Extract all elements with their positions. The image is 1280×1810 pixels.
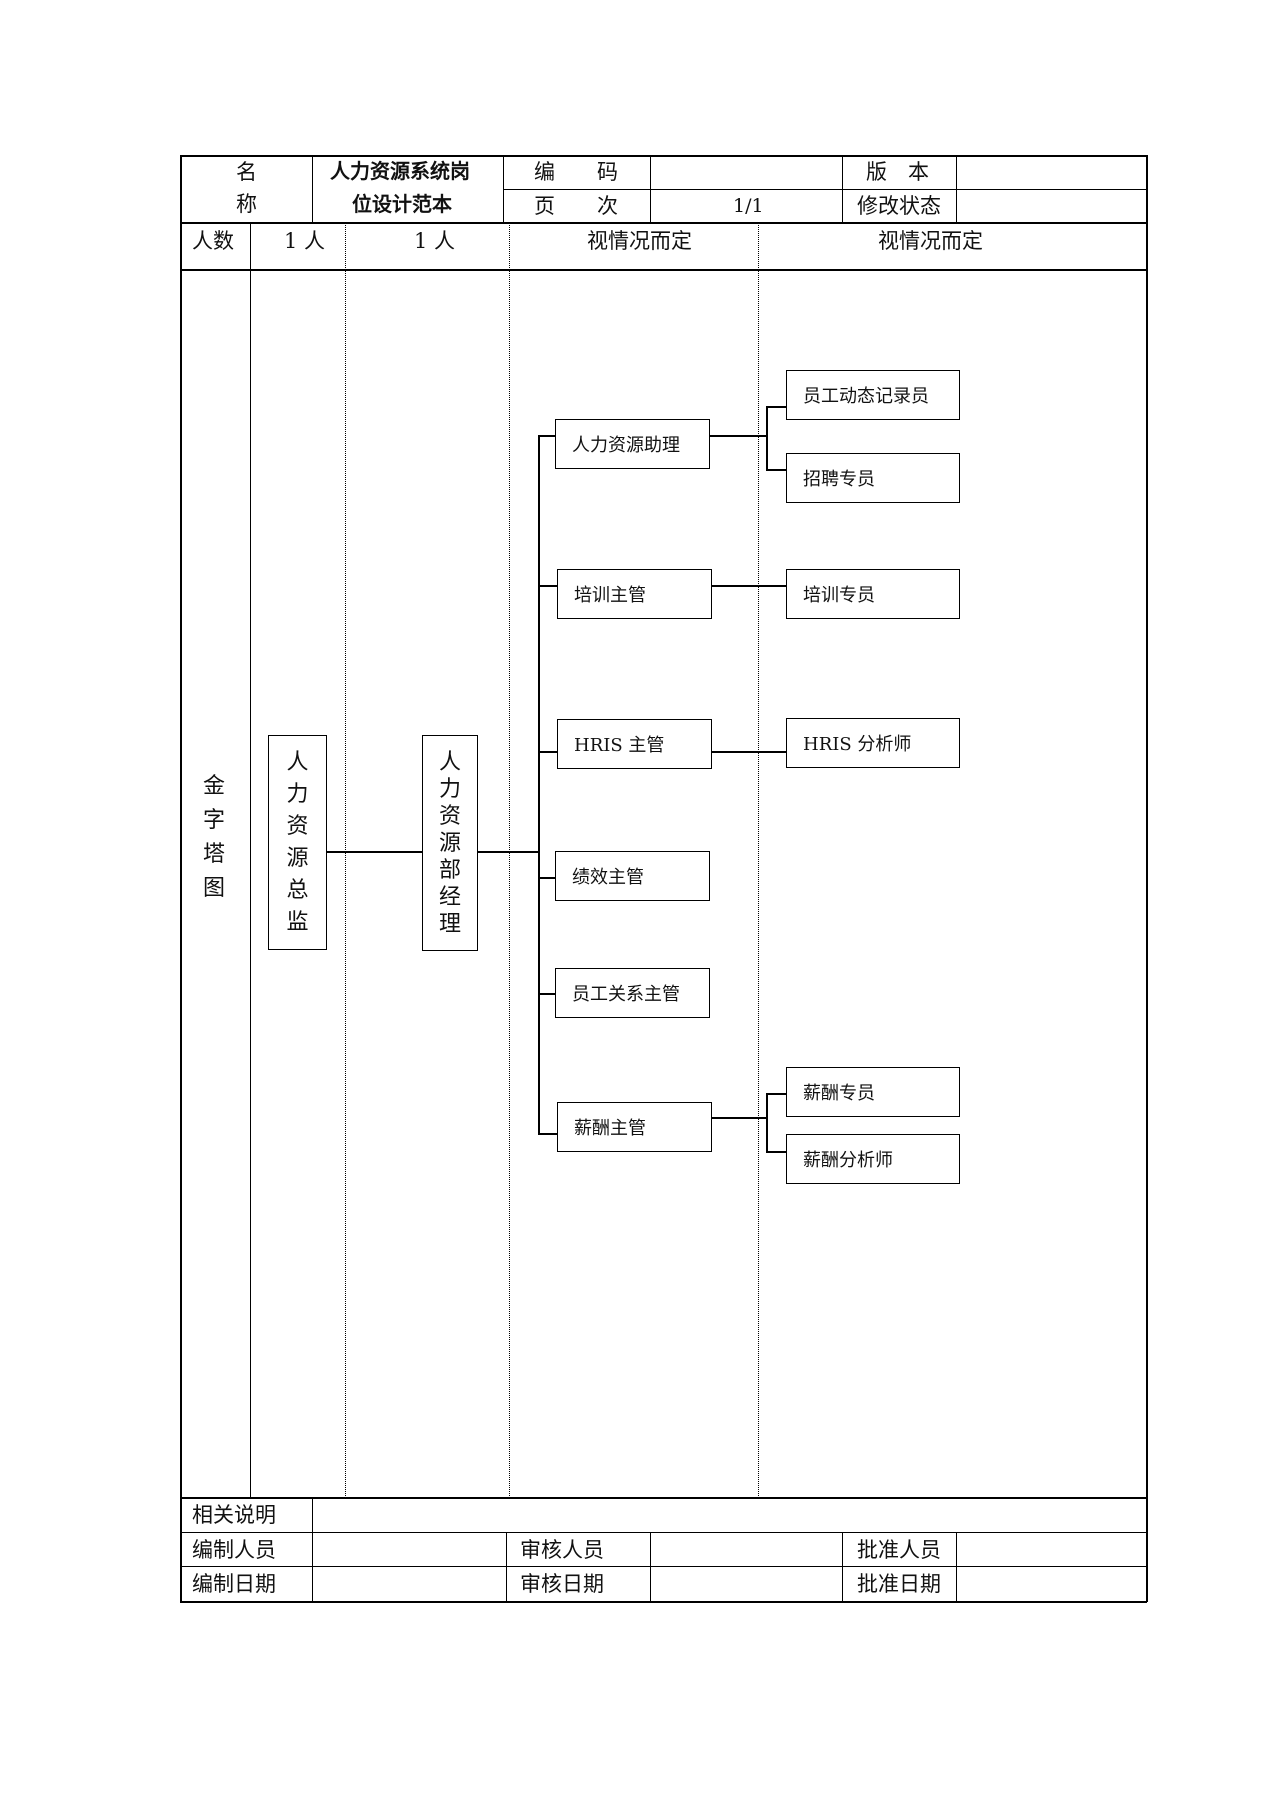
document-title: 位设计范本 — [352, 192, 452, 216]
document-title: 人力资源系统岗 — [330, 159, 470, 183]
performance-supervisor-box: 绩效主管 — [555, 851, 710, 901]
rule — [503, 189, 1147, 190]
connector — [478, 851, 539, 853]
rule — [312, 155, 313, 222]
version-label: 版 本 — [866, 160, 929, 184]
rule — [180, 269, 1147, 271]
rule — [956, 155, 957, 222]
rule — [650, 1532, 651, 1602]
connector — [538, 435, 555, 437]
headcount-manager: 1 人 — [414, 229, 456, 253]
connector — [766, 469, 786, 471]
rule — [180, 1532, 1147, 1533]
rule — [506, 1532, 507, 1602]
hr-director-box: 人 力 资 源 总 监 — [268, 735, 327, 950]
compensation-analyst-box: 薪酬分析师 — [786, 1134, 960, 1184]
connector — [710, 435, 767, 437]
connector — [538, 751, 557, 753]
table-border-right — [1146, 155, 1148, 1602]
rule — [650, 155, 651, 222]
reviewed-by-label: 审核人员 — [520, 1538, 604, 1562]
rule — [180, 1566, 1147, 1567]
headcount-staff: 视情况而定 — [878, 229, 983, 253]
connector — [766, 406, 786, 408]
page-number: 1/1 — [733, 195, 764, 217]
table-border-bottom — [180, 1601, 1147, 1603]
table-border-top — [180, 155, 1147, 157]
code-label: 编 码 — [534, 160, 618, 184]
prepared-date-label: 编制日期 — [192, 1572, 276, 1596]
reviewed-date-label: 审核日期 — [520, 1572, 604, 1596]
rule — [180, 1497, 1147, 1499]
prepared-by-label: 编制人员 — [192, 1538, 276, 1562]
employee-relations-supervisor-box: 员工关系主管 — [555, 968, 710, 1018]
connector — [766, 1093, 768, 1152]
employee-dynamics-recorder-box: 员工动态记录员 — [786, 370, 960, 420]
connector — [766, 1093, 786, 1095]
rule — [180, 222, 1147, 224]
hris-analyst-box: HRIS 分析师 — [786, 718, 960, 768]
approved-date-label: 批准日期 — [857, 1572, 941, 1596]
dotted-divider — [509, 222, 510, 1498]
hris-supervisor-box: HRIS 主管 — [557, 719, 712, 769]
rule — [503, 155, 504, 222]
headcount-supervisors: 视情况而定 — [587, 229, 692, 253]
table-border-left — [180, 155, 182, 1602]
name-label: 称 — [236, 192, 257, 216]
connector — [538, 585, 557, 587]
connector — [538, 435, 540, 1134]
headcount-label: 人数 — [192, 229, 234, 253]
rule — [956, 1532, 957, 1602]
name-label: 名 — [236, 160, 257, 184]
training-specialist-box: 培训专员 — [786, 569, 960, 619]
page-label: 页 次 — [534, 194, 618, 218]
headcount-director: 1 人 — [284, 229, 326, 253]
connector — [712, 751, 786, 753]
connector — [538, 1133, 557, 1135]
rule — [842, 1532, 843, 1602]
pyramid-label: 金 字 塔 图 — [203, 774, 226, 901]
dotted-divider — [758, 222, 759, 1498]
rule — [842, 155, 843, 222]
rule — [312, 1497, 313, 1602]
revision-label: 修改状态 — [857, 194, 941, 218]
notes-label: 相关说明 — [192, 1503, 276, 1527]
hr-manager-box: 人 力 资 源 部 经 理 — [422, 735, 478, 951]
connector — [712, 585, 786, 587]
hr-assistant-box: 人力资源助理 — [555, 419, 710, 469]
compensation-specialist-box: 薪酬专员 — [786, 1067, 960, 1117]
connector — [712, 1117, 767, 1119]
connector — [538, 993, 555, 995]
dotted-divider — [345, 222, 346, 1498]
compensation-supervisor-box: 薪酬主管 — [557, 1102, 712, 1152]
connector — [327, 851, 422, 853]
connector — [766, 1151, 786, 1153]
approved-by-label: 批准人员 — [857, 1538, 941, 1562]
training-supervisor-box: 培训主管 — [557, 569, 712, 619]
connector — [538, 877, 555, 879]
connector — [766, 406, 768, 470]
recruiter-box: 招聘专员 — [786, 453, 960, 503]
rule — [250, 222, 251, 1498]
